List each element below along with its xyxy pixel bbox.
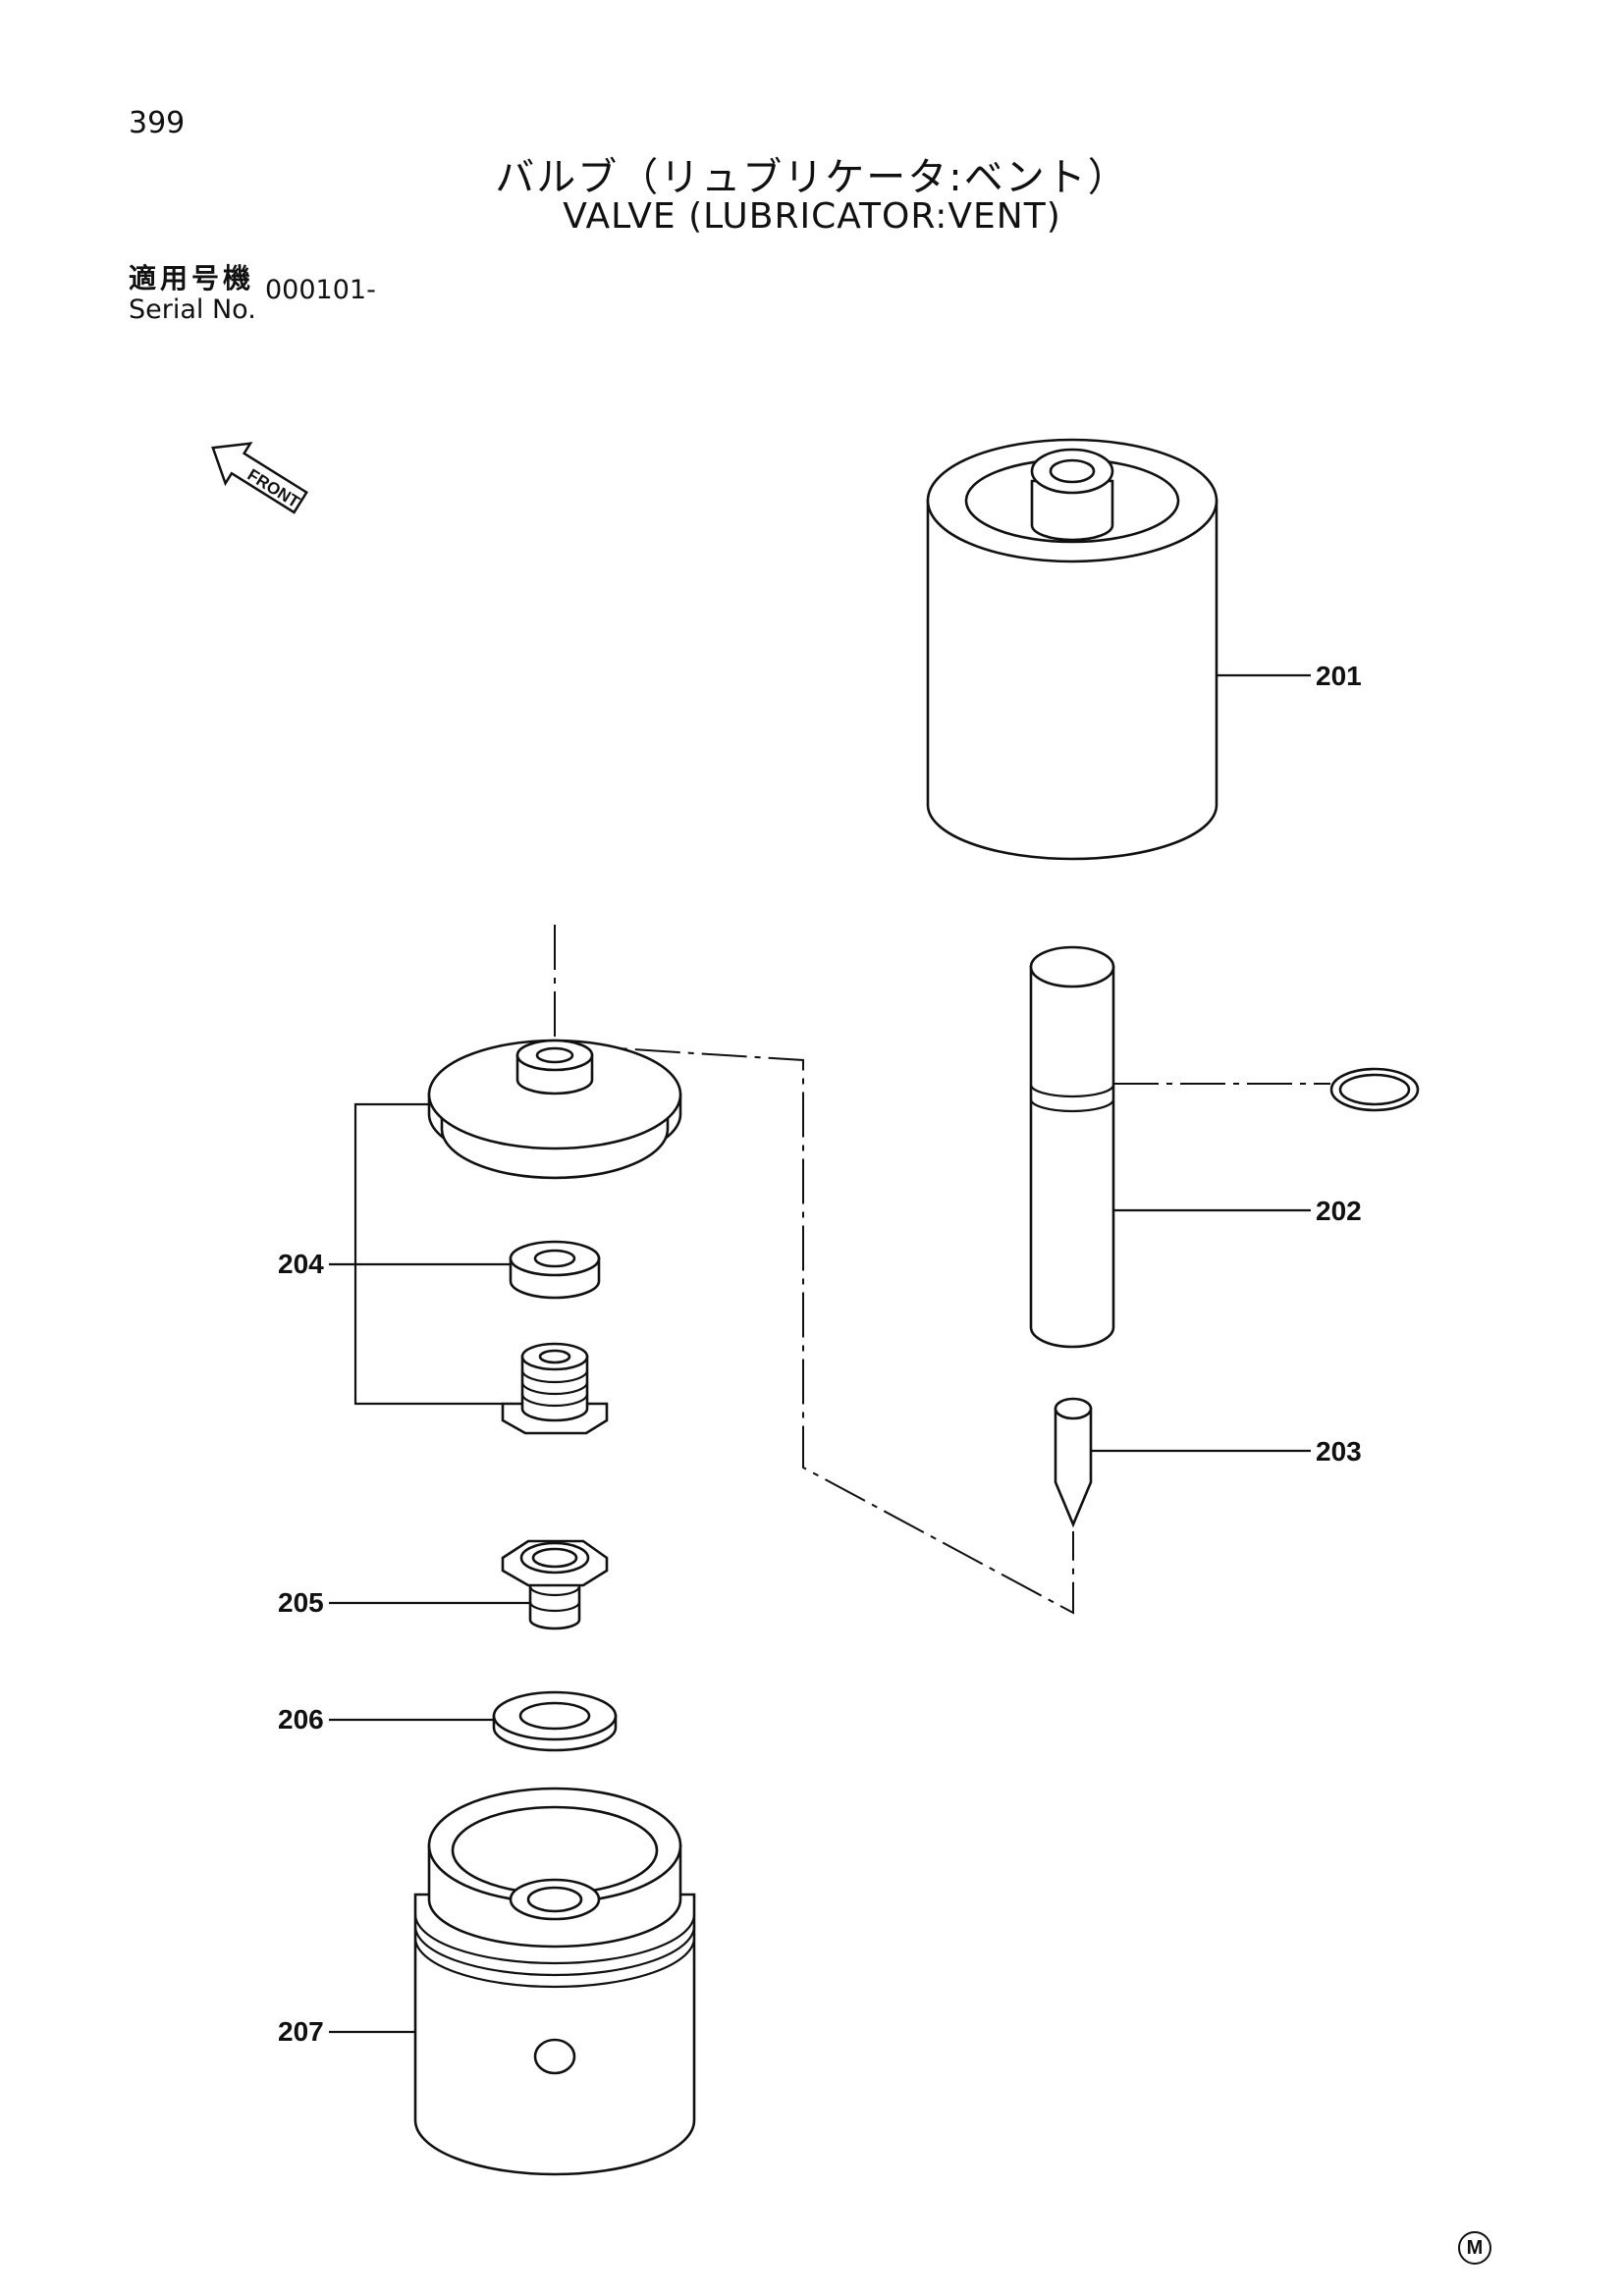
serial-label-english: Serial No. — [129, 294, 256, 325]
part-206-washer — [492, 1690, 618, 1752]
part-205-hex-plug — [501, 1539, 609, 1630]
page-number: 399 — [129, 106, 186, 140]
callout-206: 206 — [278, 1704, 324, 1735]
part-204-cap — [427, 1039, 682, 1180]
title-japanese: バルブ（リュブリケータ:ベント） — [495, 155, 1129, 200]
callout-203: 203 — [1316, 1436, 1362, 1467]
callout-205: 205 — [278, 1587, 324, 1618]
callout-207: 207 — [278, 2016, 324, 2047]
callout-201: 201 — [1316, 661, 1362, 691]
title-english: VALVE (LUBRICATOR:VENT) — [563, 196, 1061, 237]
corner-mark-icon: M — [1458, 2231, 1491, 2265]
callout-202: 202 — [1316, 1196, 1362, 1226]
serial-number-value: 000101- — [265, 275, 376, 305]
part-207-body — [413, 1787, 696, 2176]
callout-204: 204 — [278, 1249, 324, 1279]
part-203-needle — [1054, 1397, 1093, 1528]
part-oring — [1329, 1067, 1420, 1112]
part-201-cylinder-cap — [926, 438, 1218, 861]
part-202-pin — [1029, 945, 1115, 1349]
serial-label-japanese: 適用号機 — [129, 262, 255, 294]
part-204-threaded-bushing — [501, 1342, 609, 1435]
part-204-washer — [509, 1240, 601, 1300]
front-arrow-icon: FRONT — [211, 442, 308, 514]
